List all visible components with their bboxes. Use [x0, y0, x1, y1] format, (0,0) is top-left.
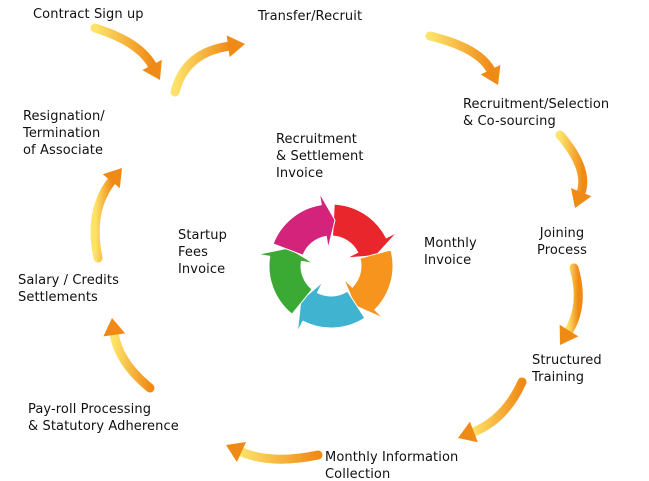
arrow-contract-to-cycle [90, 23, 162, 80]
cycle-segment-5 [272, 192, 336, 256]
step-joining-process: Joining Process [537, 226, 588, 258]
label-monthly-invoice: Monthly Invoice [424, 236, 477, 268]
step-structured-training: Structured Training [532, 353, 602, 385]
cycle-segment-2 [343, 249, 394, 319]
arrow-resignation-to-transfer [170, 35, 245, 97]
arrow-joining-to-training [559, 263, 583, 345]
step-recruitment-selection: Recruitment/Selection & Co-sourcing [463, 97, 610, 129]
step-resignation-termination: Resignation/ Termination of Associate [23, 109, 105, 158]
label-recruitment-settlement-invoice: Recruitment & Settlement Invoice [276, 132, 364, 181]
label-startup-fees-invoice: Startup Fees Invoice [178, 228, 227, 277]
cycle-segment-4 [257, 247, 314, 315]
arrow-training-to-mis [458, 377, 527, 443]
arrow-payroll-to-salary [103, 318, 155, 393]
step-payroll-processing: Pay-roll Processing & Statutory Adherenc… [28, 402, 179, 434]
step-contract-sign-up: Contract Sign up [33, 7, 144, 22]
arrow-mis-to-payroll [226, 442, 323, 464]
step-monthly-information-collection: Monthly Information Collection [325, 450, 459, 481]
step-transfer-recruit: Transfer/Recruit [258, 9, 363, 24]
arrow-salary-to-resignation [90, 168, 122, 263]
arrow-recruitment-to-joining [555, 130, 592, 208]
step-salary-credits-settlements: Salary / Credits Settlements [18, 273, 119, 305]
cycle-segment-1 [332, 203, 398, 259]
cycle-segment-3 [296, 281, 366, 333]
arrow-transfer-to-recruitment [425, 31, 501, 85]
